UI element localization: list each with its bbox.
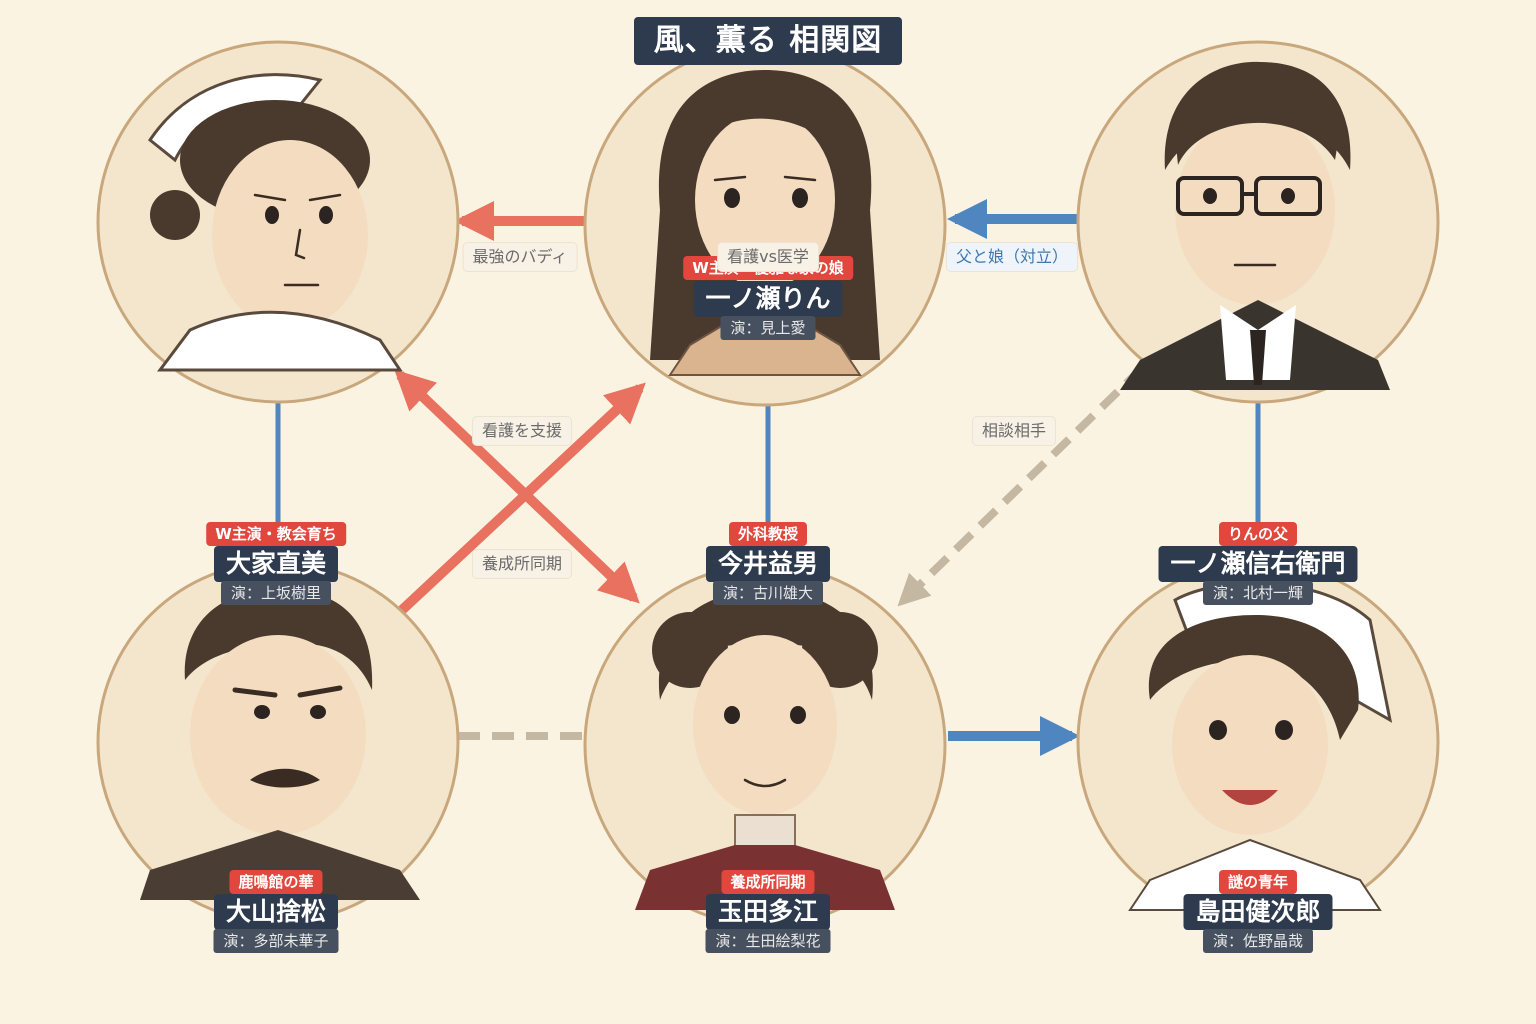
actor-tamada: 演：生田絵梨花: [705, 929, 831, 953]
portrait-father: [1076, 40, 1440, 404]
actor-imai: 演：古川雄大: [712, 581, 824, 605]
portrait-shimada: [1076, 560, 1440, 924]
tag-tamada: 養成所同期: [721, 870, 815, 894]
tag-imai: 外科教授: [728, 522, 808, 546]
relation-label-buddy: 最強のバディ: [463, 243, 577, 271]
actor-shimada: 演：佐野晶哉: [1202, 929, 1314, 953]
portrait-rin: [583, 43, 947, 407]
name-oyama: 大山捨松: [213, 894, 339, 930]
tag-shimada: 謎の青年: [1218, 870, 1298, 894]
diagram-title: 風、薫る 相関図: [634, 17, 902, 65]
actor-naomi: 演：上坂樹里: [220, 581, 332, 605]
relation-label-classmates: 養成所同期: [472, 550, 572, 578]
arrow-cross-naomi-tamada: [394, 369, 640, 604]
relation-label-nursing-vs-medicine: 看護vs医学: [718, 243, 818, 271]
tag-naomi: W主演・教会育ち: [206, 522, 346, 546]
name-shimada: 島田健次郎: [1183, 894, 1333, 930]
name-father: 一ノ瀬信右衛門: [1158, 546, 1358, 582]
portrait-oyama: [96, 560, 460, 924]
relation-label-advisor: 相談相手: [972, 417, 1056, 445]
relation-label-father-daughter: 父と娘（対立）: [946, 243, 1078, 271]
portrait-naomi: [96, 40, 460, 404]
dashed-father-to-tamada: [897, 365, 1145, 607]
tag-father: りんの父: [1218, 522, 1298, 546]
actor-rin: 演：見上愛: [720, 316, 816, 340]
actor-father: 演：北村一輝: [1202, 581, 1314, 605]
tag-oyama: 鹿鳴館の華: [229, 870, 323, 894]
name-naomi: 大家直美: [213, 546, 339, 582]
name-tamada: 玉田多江: [705, 894, 831, 930]
relation-label-support: 看護を支援: [472, 417, 572, 445]
actor-oyama: 演：多部未華子: [213, 929, 339, 953]
name-imai: 今井益男: [705, 546, 831, 582]
name-rin: 一ノ瀬りん: [693, 281, 843, 317]
